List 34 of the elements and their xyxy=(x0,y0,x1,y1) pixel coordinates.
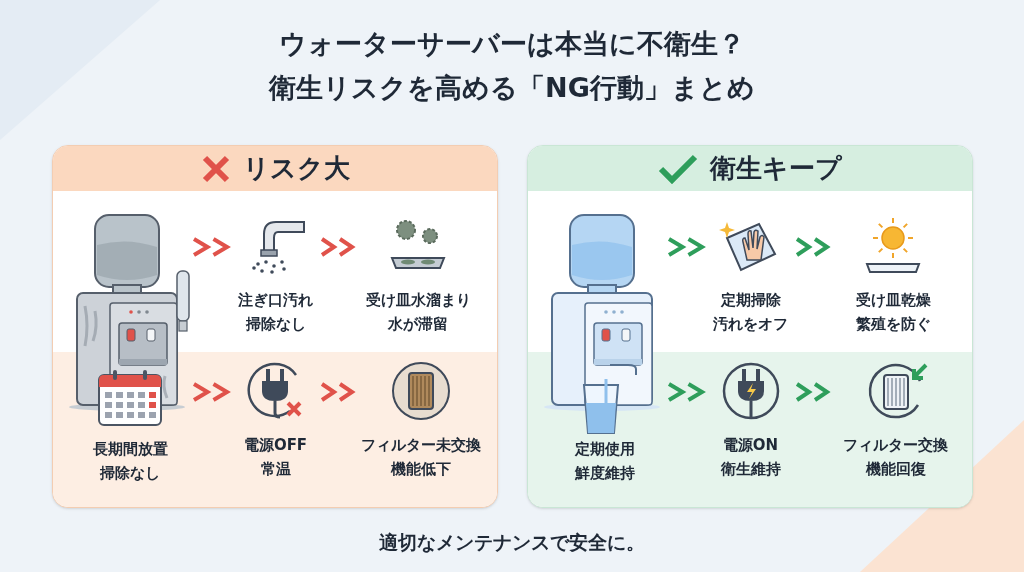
chevron-arrow xyxy=(192,237,231,257)
step-label: 機能回復 xyxy=(865,459,926,480)
chevron-arrow xyxy=(320,237,356,257)
comparison-panel xyxy=(527,145,973,508)
step-label: 受け皿水溜まり xyxy=(365,290,471,311)
step-label: 定期掃除 xyxy=(720,290,781,311)
chevron-arrow xyxy=(192,382,231,402)
chevron-arrow xyxy=(667,237,706,257)
step-label: 定期使用 xyxy=(575,439,635,460)
step-label: 鮮度維持 xyxy=(575,463,635,484)
step-label: 掃除なし xyxy=(245,314,306,335)
step-label: 長期間放置 xyxy=(92,439,168,460)
chevron-arrow xyxy=(795,382,831,402)
step-label: 衛生維持 xyxy=(720,459,781,480)
step-label: 機能低下 xyxy=(390,459,451,480)
chevron-arrow xyxy=(320,382,356,402)
step-label: 繁殖を防ぐ xyxy=(855,314,931,335)
step-label: 掃除なし xyxy=(100,463,160,484)
step-label: 電源OFF xyxy=(243,435,308,456)
step-label: フィルター交換 xyxy=(843,435,948,456)
panel-heading: 衛生キープ xyxy=(710,152,842,185)
step-label: 汚れをオフ xyxy=(713,314,788,335)
step-label: 注ぎ口汚れ xyxy=(238,290,313,311)
step-label: 受け皿乾燥 xyxy=(855,290,931,311)
caption: 適切なメンテナンスで安全に。 xyxy=(379,530,645,555)
comparison-panel xyxy=(52,145,498,508)
step-label: 水が滞留 xyxy=(388,314,448,335)
step-label: 電源ON xyxy=(722,435,779,456)
step-label: フィルター未交換 xyxy=(360,435,481,456)
title: ウォーターサーバーは本当に不衛生？衛生リスクを高める「NG行動」まとめ xyxy=(267,27,756,105)
step-label: 常温 xyxy=(260,459,291,480)
chevron-arrow xyxy=(667,382,706,402)
chevron-arrow xyxy=(795,237,831,257)
panel-heading: リスク大 xyxy=(242,152,350,185)
